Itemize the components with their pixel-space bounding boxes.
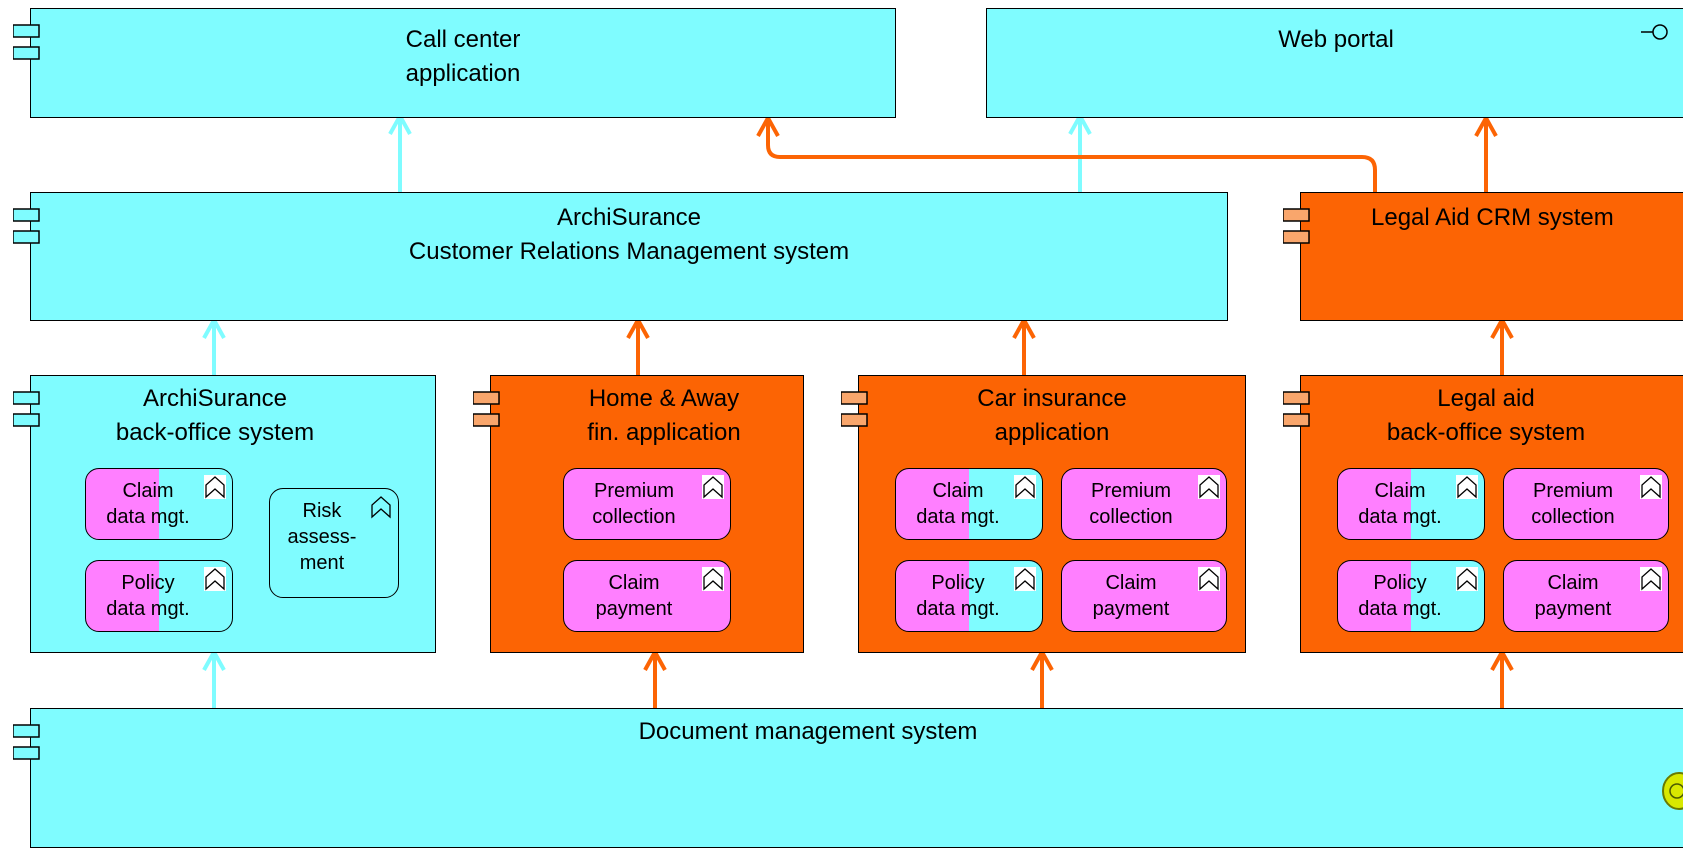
- component-icon: [13, 208, 40, 244]
- legal-aid-crm-title: Legal Aid CRM system: [1371, 204, 1614, 231]
- claim-data-mgt-function[interactable]: Claim data mgt.: [895, 468, 1043, 540]
- legal-aid-backoffice-system[interactable]: Legal aid back-office system Claim data …: [1283, 375, 1683, 653]
- legal-aid-crm-system[interactable]: Legal Aid CRM system: [1283, 192, 1683, 321]
- function-icon: [1198, 567, 1220, 591]
- function-label: Claim payment: [1092, 572, 1170, 620]
- backoffice-system[interactable]: ArchiSurance back-office system Claim da…: [13, 375, 436, 653]
- car-insurance-title: Car insurance application: [977, 385, 1127, 446]
- function-label: Policy data mgt.: [106, 572, 190, 620]
- crm-title: ArchiSurance Customer Relations Manageme…: [408, 204, 850, 265]
- component-icon: [13, 24, 40, 60]
- function-label: Claim data mgt.: [1358, 480, 1442, 528]
- function-icon: [1198, 475, 1220, 499]
- function-label: Premium collection: [1089, 480, 1173, 528]
- claim-payment-function[interactable]: Claim payment: [563, 560, 731, 632]
- function-icon: [204, 567, 226, 591]
- component-icon: [841, 391, 868, 427]
- policy-data-mgt-function[interactable]: Policy data mgt.: [1337, 560, 1485, 632]
- home-away-app[interactable]: Home & Away fin. application Premium col…: [473, 375, 804, 653]
- interface-icon: [1641, 24, 1668, 40]
- function-icon: [1456, 475, 1478, 499]
- arrow-legalcrm-to-webportal-head: [1474, 113, 1498, 137]
- claim-data-mgt-function[interactable]: Claim data mgt.: [1337, 468, 1485, 540]
- function-label: Claim data mgt.: [106, 480, 190, 528]
- claim-data-mgt-function[interactable]: Claim data mgt.: [85, 468, 233, 540]
- function-icon: [204, 475, 226, 499]
- function-label: Claim payment: [595, 572, 673, 620]
- car-insurance-app[interactable]: Car insurance application Claim data mgt…: [841, 375, 1246, 653]
- component-icon: [13, 724, 40, 760]
- function-icon: [1456, 567, 1478, 591]
- function-icon: [1640, 475, 1662, 499]
- dms-title: Document management system: [638, 718, 978, 745]
- function-icon: [1640, 567, 1662, 591]
- premium-collection-function[interactable]: Premium collection: [563, 468, 731, 540]
- function-label: Claim payment: [1534, 572, 1612, 620]
- legal-aid-backoffice-title: Legal aid back-office system: [1386, 385, 1586, 446]
- logo-badge-icon: [1662, 772, 1683, 810]
- premium-collection-function[interactable]: Premium collection: [1503, 468, 1669, 540]
- component-icon: [13, 391, 40, 427]
- claim-payment-function[interactable]: Claim payment: [1503, 560, 1669, 632]
- crm-system[interactable]: ArchiSurance Customer Relations Manageme…: [13, 192, 1228, 321]
- function-icon: [702, 475, 724, 499]
- function-icon: [702, 567, 724, 591]
- function-icon: [1014, 475, 1036, 499]
- component-icon: [1283, 391, 1310, 427]
- function-label: Premium collection: [1531, 480, 1615, 528]
- premium-collection-function[interactable]: Premium collection: [1061, 468, 1227, 540]
- home-away-title: Home & Away fin. application: [587, 385, 741, 446]
- document-management-system[interactable]: Document management system: [13, 708, 1683, 848]
- backoffice-title: ArchiSurance back-office system: [115, 385, 315, 446]
- component-icon: [1283, 208, 1310, 244]
- call-center-app[interactable]: Call center application: [13, 8, 896, 118]
- call-center-title: Call center application: [405, 26, 521, 87]
- policy-data-mgt-function[interactable]: Policy data mgt.: [895, 560, 1043, 632]
- arrow-legalcrm-to-callcenter: [766, 118, 1377, 193]
- policy-data-mgt-function[interactable]: Policy data mgt.: [85, 560, 233, 632]
- risk-assessment-function[interactable]: Risk assess- ment: [269, 488, 399, 598]
- function-label: Claim data mgt.: [916, 480, 1000, 528]
- claim-payment-function[interactable]: Claim payment: [1061, 560, 1227, 632]
- function-label: Policy data mgt.: [916, 572, 1000, 620]
- component-icon: [473, 391, 500, 427]
- arrow-legalcrm-to-callcenter-head: [756, 113, 780, 137]
- function-icon: [1014, 567, 1036, 591]
- function-icon: [370, 495, 392, 519]
- function-label: Policy data mgt.: [1358, 572, 1442, 620]
- web-portal-title: Web portal: [1278, 26, 1394, 53]
- web-portal-app[interactable]: Web portal: [986, 8, 1683, 118]
- function-label: Risk assess- ment: [287, 500, 357, 574]
- function-label: Premium collection: [592, 480, 676, 528]
